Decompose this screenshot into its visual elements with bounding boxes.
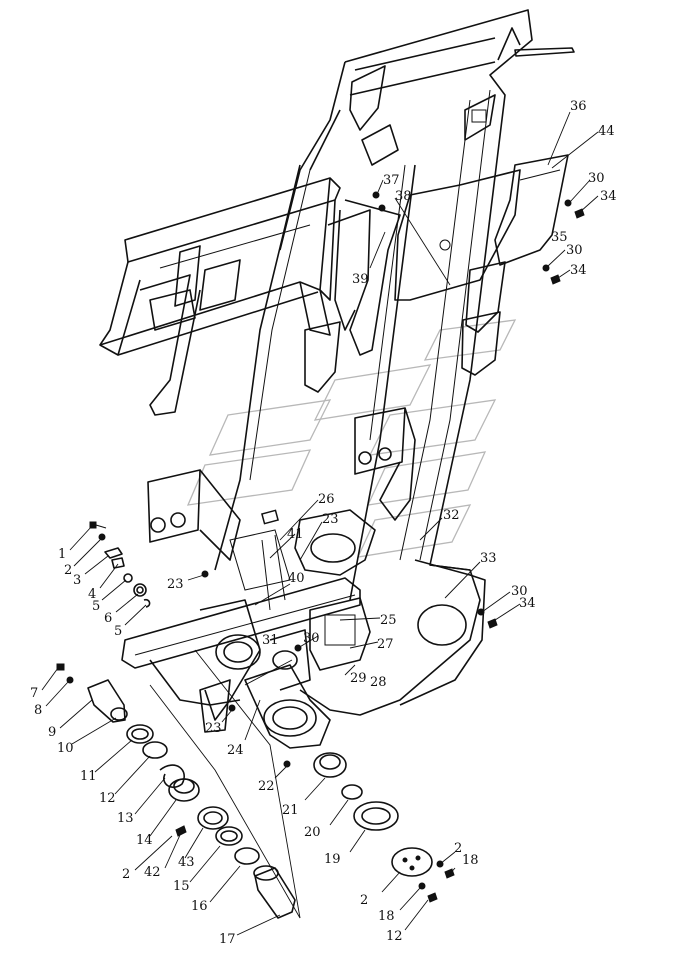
callout: 9 (48, 725, 56, 740)
callout: 27 (377, 637, 394, 652)
callout: 1 (58, 547, 66, 562)
callout: 34 (570, 263, 587, 278)
callout: 16 (191, 899, 208, 914)
leader-lines (41, 111, 599, 936)
callout: 32 (443, 508, 460, 523)
callout: 17 (219, 932, 236, 947)
callout: 30 (566, 243, 583, 258)
callout: 29 (350, 671, 367, 686)
callout: 18 (378, 909, 395, 924)
callout: 30 (511, 584, 528, 599)
callout: 36 (570, 99, 587, 114)
callout: 26 (318, 492, 335, 507)
callout: 2 (454, 841, 462, 856)
callout: 4 (88, 587, 96, 602)
callout: 41 (287, 527, 304, 542)
callout: 5 (92, 599, 100, 614)
callout: 28 (370, 675, 387, 690)
callout: 18 (462, 853, 479, 868)
hardware-parts (56, 191, 585, 919)
callout: 2 (122, 867, 130, 882)
callout: 7 (30, 686, 38, 701)
callout: 5 (114, 624, 122, 639)
callout: 42 (144, 865, 161, 880)
pivot-housing (121, 509, 376, 749)
callout: 2 (360, 893, 368, 908)
callout: 25 (380, 613, 397, 628)
callout: 12 (99, 791, 116, 806)
callout: 10 (57, 741, 74, 756)
upper-frame (99, 177, 506, 416)
callout: 33 (480, 551, 497, 566)
callout: 30 (588, 171, 605, 186)
callout: 15 (173, 879, 190, 894)
callout: 23 (205, 721, 222, 736)
callout: 20 (304, 825, 321, 840)
callout: 21 (282, 803, 299, 818)
watermark (186, 319, 517, 558)
callout: 12 (386, 929, 403, 944)
callout: 2 (64, 563, 72, 578)
callout: 38 (395, 189, 412, 204)
callout: 19 (324, 852, 341, 867)
callout: 43 (178, 855, 195, 870)
callout: 22 (258, 779, 275, 794)
callout: 13 (117, 811, 134, 826)
callout: 31 (262, 633, 279, 648)
callout: 39 (352, 272, 369, 287)
callout: 14 (136, 833, 153, 848)
callout: 30 (303, 631, 320, 646)
callout: 11 (80, 769, 97, 784)
callout: 40 (288, 571, 305, 586)
callout-labels: 1 2 3 4 5 6 5 7 8 9 10 11 12 13 14 2 42 … (30, 99, 617, 947)
callout: 35 (551, 230, 568, 245)
cover-plate (394, 154, 569, 301)
callout: 23 (167, 577, 184, 592)
callout: 34 (519, 596, 536, 611)
callout: 37 (383, 173, 400, 188)
callout: 44 (598, 124, 615, 139)
callout: 6 (104, 611, 112, 626)
callout: 8 (34, 703, 42, 718)
mid-bracket (147, 407, 416, 561)
callout: 3 (73, 573, 81, 588)
callout: 34 (600, 189, 617, 204)
callout: 23 (322, 512, 339, 527)
callout: 24 (227, 743, 244, 758)
